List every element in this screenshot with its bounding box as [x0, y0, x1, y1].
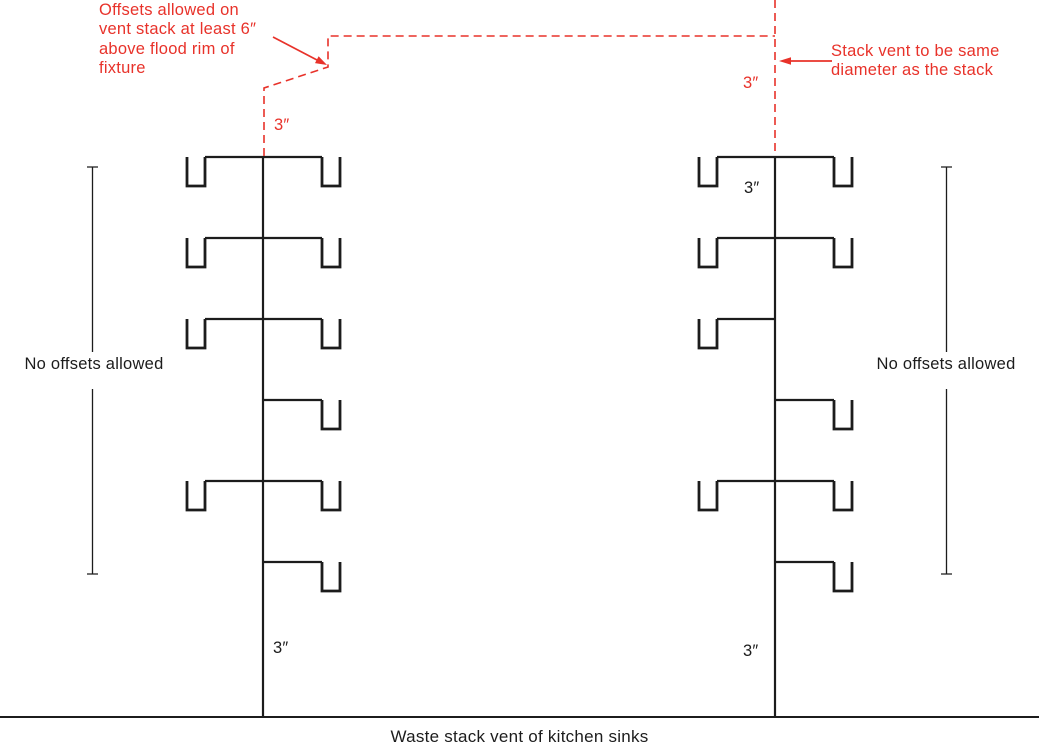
fixture-trap: [320, 481, 342, 512]
left-dimension-bracket: [87, 166, 98, 575]
fixture-trap: [697, 238, 719, 269]
no-offsets-label-right: No offsets allowed: [876, 355, 1016, 373]
fixture-trap: [832, 157, 854, 188]
fixture-trap: [832, 238, 854, 269]
fixture-traps: [185, 157, 854, 593]
black-linework: [0, 155, 1039, 718]
annotation-arrows: [272, 36, 832, 62]
fixture-trap: [320, 562, 342, 593]
fixture-trap: [832, 481, 854, 512]
waste-stacks: [261, 156, 777, 717]
stack-size-label-right-top: 3″: [744, 179, 760, 197]
arrowheads: [315, 56, 791, 65]
diagram-caption: Waste stack vent of kitchen sinks: [390, 727, 649, 746]
fixture-trap: [185, 238, 207, 269]
branch-pipes: [205, 155, 834, 564]
fixture-trap: [832, 562, 854, 593]
arrowhead-icon: [315, 56, 327, 65]
dimension-brackets: [87, 166, 952, 575]
vent-size-label-right: 3″: [743, 74, 759, 92]
stack-size-label-right-bottom: 3″: [743, 642, 759, 660]
stack-vent-note: Stack vent to be same diameter as the st…: [831, 42, 1000, 80]
no-offsets-label-left: No offsets allowed: [24, 355, 164, 373]
fixture-trap: [185, 319, 207, 350]
fixture-trap: [320, 238, 342, 269]
fixture-trap: [185, 157, 207, 188]
vent-dashed-lines: [263, 0, 776, 156]
left-vent-offset-dashed-line: [263, 35, 775, 156]
offset-note-arrow-line: [272, 36, 318, 61]
red-vent-linework: [263, 0, 832, 156]
fixture-trap: [697, 157, 719, 188]
fixture-trap: [320, 157, 342, 188]
vent-size-label-left: 3″: [274, 116, 290, 134]
offset-note: Offsets allowed on vent stack at least 6…: [99, 1, 257, 77]
stack-size-label-left-bottom: 3″: [273, 639, 289, 657]
right-dimension-bracket: [941, 166, 952, 575]
fixture-trap: [320, 400, 342, 431]
fixture-trap: [697, 481, 719, 512]
fixture-trap: [697, 319, 719, 350]
fixture-trap: [832, 400, 854, 431]
arrowhead-icon: [779, 57, 791, 65]
fixture-trap: [320, 319, 342, 350]
fixture-trap: [185, 481, 207, 512]
